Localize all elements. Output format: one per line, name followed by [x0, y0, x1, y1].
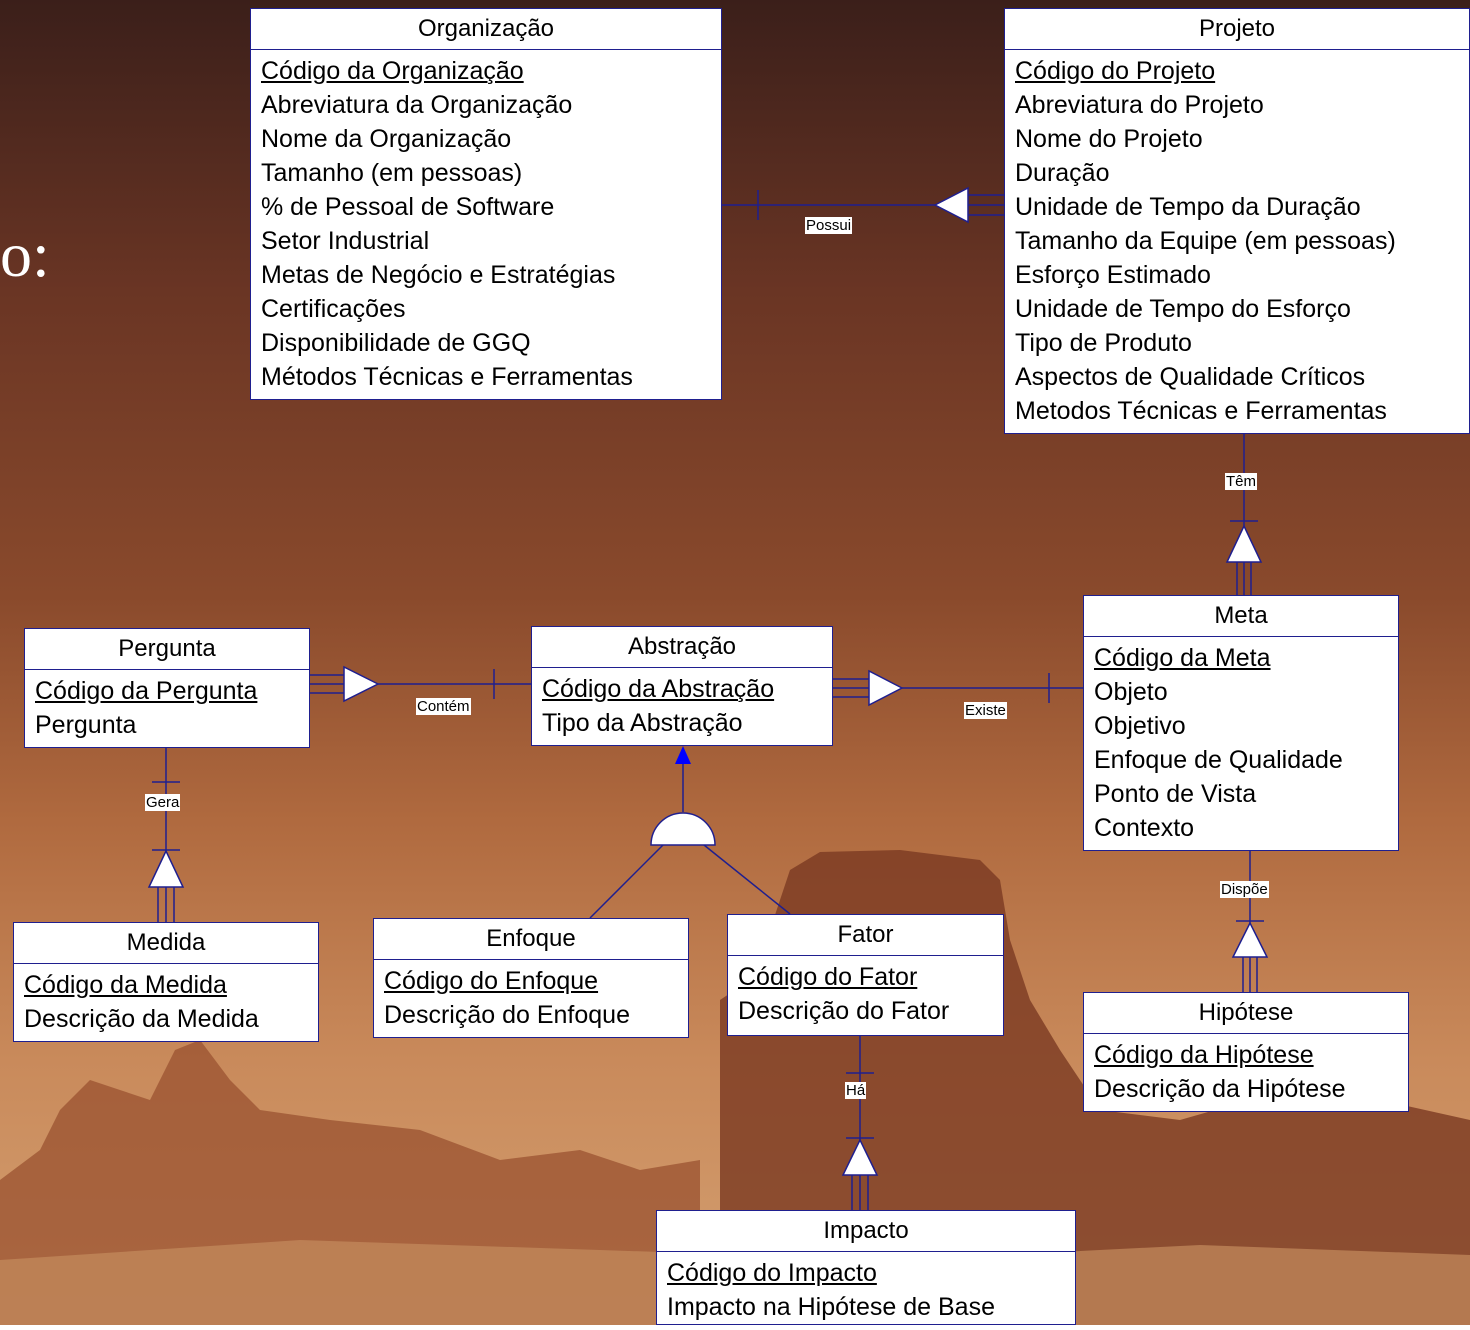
- connector-tem: [1225, 433, 1263, 596]
- entity-attribute: Tamanho da Equipe (em pessoas): [1015, 227, 1396, 255]
- entity-title: Fator: [728, 915, 1003, 956]
- rel-label-existe: Existe: [964, 702, 1007, 719]
- entity-attribute: Disponibilidade de GGQ: [261, 329, 531, 357]
- connector-dispoe: [1231, 851, 1269, 993]
- entity-title: Abstração: [532, 627, 832, 668]
- entity-hipotese[interactable]: Hipótese Código da Hipótese Descrição da…: [1083, 992, 1409, 1112]
- connector-contem: [310, 665, 531, 703]
- connector-gera: [147, 748, 185, 923]
- entity-impacto[interactable]: Impacto Código do Impacto Impacto na Hip…: [656, 1210, 1076, 1325]
- entity-attribute: Aspectos de Qualidade Críticos: [1015, 363, 1366, 391]
- entity-title: Hipótese: [1084, 993, 1408, 1034]
- entity-attribute: Pergunta: [35, 711, 137, 739]
- entity-title: Projeto: [1005, 9, 1469, 50]
- entity-attribute: Nome da Organização: [261, 125, 512, 153]
- entity-attribute: Setor Industrial: [261, 227, 430, 255]
- entity-key: Código da Pergunta: [35, 677, 258, 705]
- connector-possui: [721, 186, 1005, 224]
- entity-attribute: Descrição do Fator: [738, 997, 950, 1025]
- entity-title: Organização: [251, 9, 721, 50]
- connector-specialization: [589, 764, 791, 919]
- entity-attribute: % de Pessoal de Software: [261, 193, 555, 221]
- entity-key: Código da Hipótese: [1094, 1041, 1314, 1069]
- entity-fator[interactable]: Fator Código do Fator Descrição do Fator: [727, 914, 1004, 1036]
- rel-label-contem: Contém: [416, 698, 471, 715]
- entity-title: Impacto: [657, 1211, 1075, 1252]
- entity-attribute: Unidade de Tempo da Duração: [1015, 193, 1361, 221]
- entity-attribute: Abreviatura da Organização: [261, 91, 573, 119]
- entity-attribute: Unidade de Tempo do Esforço: [1015, 295, 1351, 323]
- entity-key: Código do Enfoque: [384, 967, 599, 995]
- entity-projeto[interactable]: Projeto Código do Projeto Abreviatura do…: [1004, 8, 1470, 434]
- entity-attribute: Metas de Negócio e Estratégias: [261, 261, 616, 289]
- entity-key: Código do Projeto: [1015, 57, 1216, 85]
- entity-attribute: Abreviatura do Projeto: [1015, 91, 1264, 119]
- specialization-arrowhead: [675, 746, 691, 764]
- entity-pergunta[interactable]: Pergunta Código da Pergunta Pergunta: [24, 628, 310, 748]
- entity-attribute: Impacto na Hipótese de Base: [667, 1293, 995, 1321]
- entity-key: Código do Fator: [738, 963, 918, 991]
- entity-attribute: Tipo de Produto: [1015, 329, 1192, 357]
- entity-title: Pergunta: [25, 629, 309, 670]
- slide-title-fragment: o:: [0, 219, 50, 290]
- entity-attribute: Ponto de Vista: [1094, 780, 1257, 808]
- entity-attribute: Nome do Projeto: [1015, 125, 1203, 153]
- rel-label-possui: Possui: [805, 217, 853, 234]
- entity-attribute: Enfoque de Qualidade: [1094, 746, 1343, 774]
- entity-meta[interactable]: Meta Código da Meta Objeto Objetivo Enfo…: [1083, 595, 1399, 851]
- entity-organizacao[interactable]: Organização Código da Organização Abrevi…: [250, 8, 722, 400]
- rel-label-tem: Têm: [1225, 473, 1257, 490]
- entity-attribute: Descrição do Enfoque: [384, 1001, 630, 1029]
- entity-attribute: Esforço Estimado: [1015, 261, 1211, 289]
- entity-key: Código da Abstração: [542, 675, 775, 703]
- entity-attribute: Métodos Técnicas e Ferramentas: [261, 363, 633, 391]
- entity-attribute: Objeto: [1094, 678, 1168, 706]
- rel-label-gera: Gera: [145, 794, 181, 811]
- entity-title: Enfoque: [374, 919, 688, 960]
- entity-key: Código da Medida: [24, 971, 227, 999]
- entity-attribute: Metodos Técnicas e Ferramentas: [1015, 397, 1387, 425]
- entity-title: Meta: [1084, 596, 1398, 637]
- entity-attribute: Duração: [1015, 159, 1110, 187]
- entity-title: Medida: [14, 923, 318, 964]
- entity-attribute: Descrição da Hipótese: [1094, 1075, 1346, 1103]
- entity-key: Código do Impacto: [667, 1259, 877, 1287]
- entity-medida[interactable]: Medida Código da Medida Descrição da Med…: [13, 922, 319, 1042]
- entity-key: Código da Organização: [261, 57, 524, 85]
- entity-attribute: Tamanho (em pessoas): [261, 159, 523, 187]
- connector-existe: [833, 669, 1084, 707]
- entity-attribute: Tipo da Abstração: [542, 709, 743, 737]
- entity-enfoque[interactable]: Enfoque Código do Enfoque Descrição do E…: [373, 918, 689, 1038]
- entity-attribute: Certificações: [261, 295, 406, 323]
- entity-abstracao[interactable]: Abstração Código da Abstração Tipo da Ab…: [531, 626, 833, 746]
- entity-key: Código da Meta: [1094, 644, 1271, 672]
- rel-label-dispoe: Dispõe: [1220, 881, 1269, 898]
- rel-label-ha: Há: [845, 1082, 867, 1099]
- entity-attribute: Contexto: [1094, 814, 1195, 842]
- connector-ha: [841, 1035, 879, 1211]
- entity-attribute: Descrição da Medida: [24, 1005, 259, 1033]
- entity-attribute: Objetivo: [1094, 712, 1186, 740]
